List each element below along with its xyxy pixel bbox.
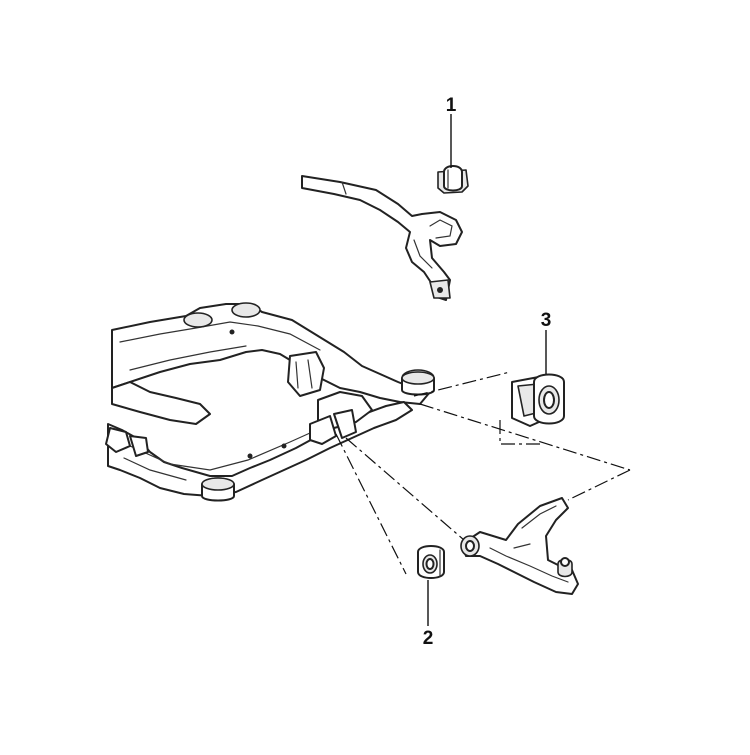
mount-boss-rear-mid — [231, 302, 261, 318]
mount-boss-rear-left — [183, 312, 213, 328]
front-bushing — [417, 545, 445, 579]
subframe — [105, 302, 435, 502]
stabilizer-bushing — [437, 165, 469, 194]
callout-1-label: 1 — [446, 95, 457, 116]
assembly-lines — [335, 371, 631, 575]
callout-leaders — [427, 114, 547, 626]
callout-2-label: 2 — [423, 628, 434, 649]
link-mount-hole — [437, 287, 443, 293]
rear-bushing — [511, 373, 565, 427]
stabilizer-bar — [301, 175, 463, 301]
callout-3-label: 3 — [541, 310, 552, 331]
lower-control-arm — [460, 497, 579, 595]
